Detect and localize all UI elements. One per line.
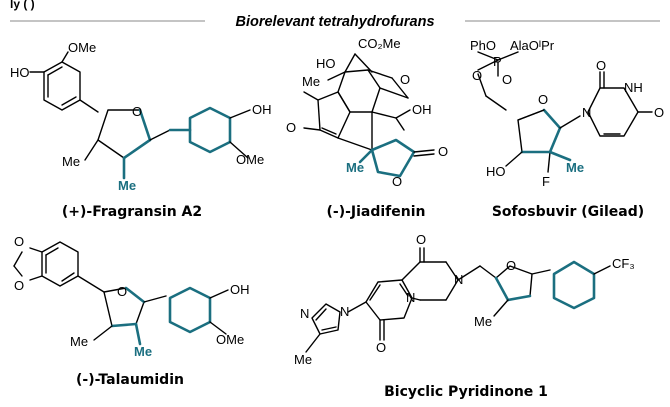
talaumidin-oh: OH — [230, 282, 250, 297]
jiadifenin-ho: HO — [316, 56, 336, 71]
fragransin-o: O — [132, 104, 142, 119]
talaumidin-ome: OMe — [216, 332, 244, 347]
structure-fragransin-a2: OMe HO O OH OMe Me Me — [10, 40, 272, 193]
partial-top-text: ly ( ) — [10, 0, 35, 11]
pyridinone-cf3: CF₃ — [612, 256, 635, 271]
pyridinone-o-ring: O — [506, 258, 516, 273]
sofosbuvir-o-p: O — [502, 72, 512, 87]
sofosbuvir-p: P — [493, 54, 502, 69]
fragransin-me-highlight: Me — [118, 178, 136, 193]
talaumidin-me: Me — [70, 334, 88, 349]
compound-name-fragransin: (+)-Fragransin A2 — [62, 204, 202, 220]
sofosbuvir-ho: HO — [486, 164, 506, 179]
fragransin-ome-right: OMe — [236, 152, 264, 167]
structure-talaumidin: O O O OH OMe Me Me — [13, 234, 250, 359]
pyridinone-o-bottom: O — [376, 340, 386, 355]
jiadifenin-o-carbonyl: O — [438, 144, 448, 159]
sofosbuvir-o-c4: O — [654, 105, 664, 120]
compound-name-jiadifenin: (-)-Jiadifenin — [326, 204, 425, 220]
fragransin-ome-top: OMe — [68, 40, 96, 55]
talaumidin-o2: O — [14, 278, 24, 293]
structure-sofosbuvir: PhO AlaOᴵPr P O O O N O NH O HO F Me — [470, 38, 664, 189]
talaumidin-o1: O — [14, 234, 24, 249]
fragransin-me: Me — [62, 154, 80, 169]
structure-bicyclic-pyridinone: N N Me O N N O O Me CF₃ — [294, 232, 635, 367]
compound-name-talaumidin: (-)-Talaumidin — [76, 372, 184, 388]
talaumidin-o-ring: O — [117, 284, 127, 299]
fragransin-oh: OH — [252, 102, 272, 117]
jiadifenin-me: Me — [302, 74, 320, 89]
sofosbuvir-o-c2: O — [596, 58, 606, 73]
pyridinone-o-top: O — [416, 232, 426, 247]
pyridinone-me: Me — [474, 314, 492, 329]
jiadifenin-me-highlight: Me — [346, 160, 364, 175]
compound-name-sofosbuvir: Sofosbuvir (Gilead) — [492, 204, 644, 220]
sofosbuvir-pho: PhO — [470, 38, 496, 53]
pyridinone-n-pyridinone: N — [406, 290, 415, 305]
sofosbuvir-n1: N — [582, 105, 591, 120]
sofosbuvir-me-highlight: Me — [566, 160, 584, 175]
sofosbuvir-o-ring: O — [538, 92, 548, 107]
jiadifenin-oh: OH — [412, 102, 432, 117]
sofosbuvir-o-link: O — [472, 68, 482, 83]
pyridinone-n-piperazine: N — [454, 272, 463, 287]
jiadifenin-co2me: CO₂Me — [358, 36, 401, 51]
jiadifenin-o-ketone: O — [286, 120, 296, 135]
jiadifenin-o-ring: O — [400, 72, 410, 87]
pyridinone-me-imidazole: Me — [294, 352, 312, 367]
pyridinone-n-imidazole-3: N — [340, 304, 349, 319]
sofosbuvir-nh: NH — [624, 80, 643, 95]
pyridinone-n-imidazole-1: N — [300, 306, 309, 321]
jiadifenin-o-lactone: O — [392, 174, 402, 189]
header-title: Biorelevant tetrahydrofurans — [235, 14, 434, 30]
sofosbuvir-ala: AlaOᴵPr — [510, 38, 555, 53]
talaumidin-me-highlight: Me — [134, 344, 152, 359]
structure-jiadifenin: HO CO₂Me Me O O OH Me O O — [286, 36, 448, 189]
compound-name-pyridinone: Bicyclic Pyridinone 1 — [384, 384, 548, 400]
sofosbuvir-f: F — [542, 174, 550, 189]
fragransin-ho: HO — [10, 65, 30, 80]
